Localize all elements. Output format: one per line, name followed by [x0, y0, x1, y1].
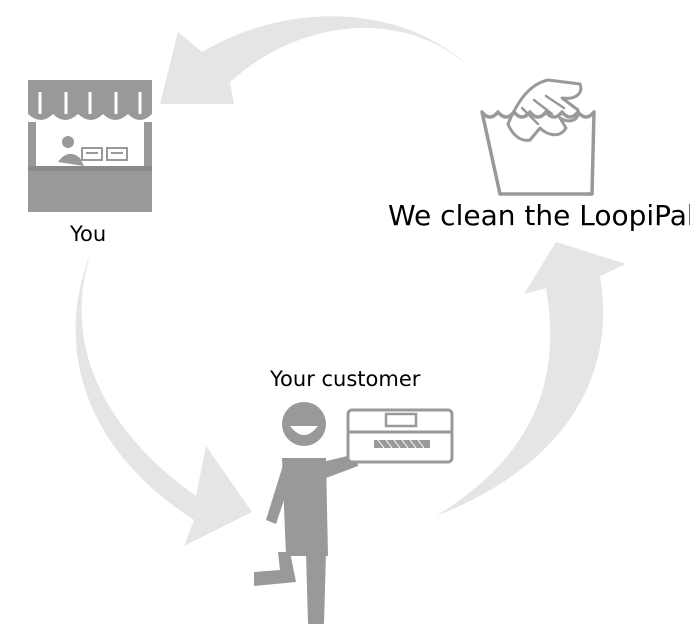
label-you: You — [70, 222, 107, 246]
loopipak-container-icon — [346, 408, 454, 464]
person-holding-box-icon — [254, 402, 358, 624]
arrow-customer-to-clean — [436, 242, 626, 516]
label-customer: Your customer — [270, 367, 421, 391]
arrow-you-to-customer — [75, 250, 252, 546]
arrow-clean-to-you — [160, 16, 478, 104]
market-stall-icon — [28, 80, 152, 212]
hand-wash-icon — [480, 78, 596, 196]
label-clean: We clean the LoopiPak — [388, 199, 690, 232]
